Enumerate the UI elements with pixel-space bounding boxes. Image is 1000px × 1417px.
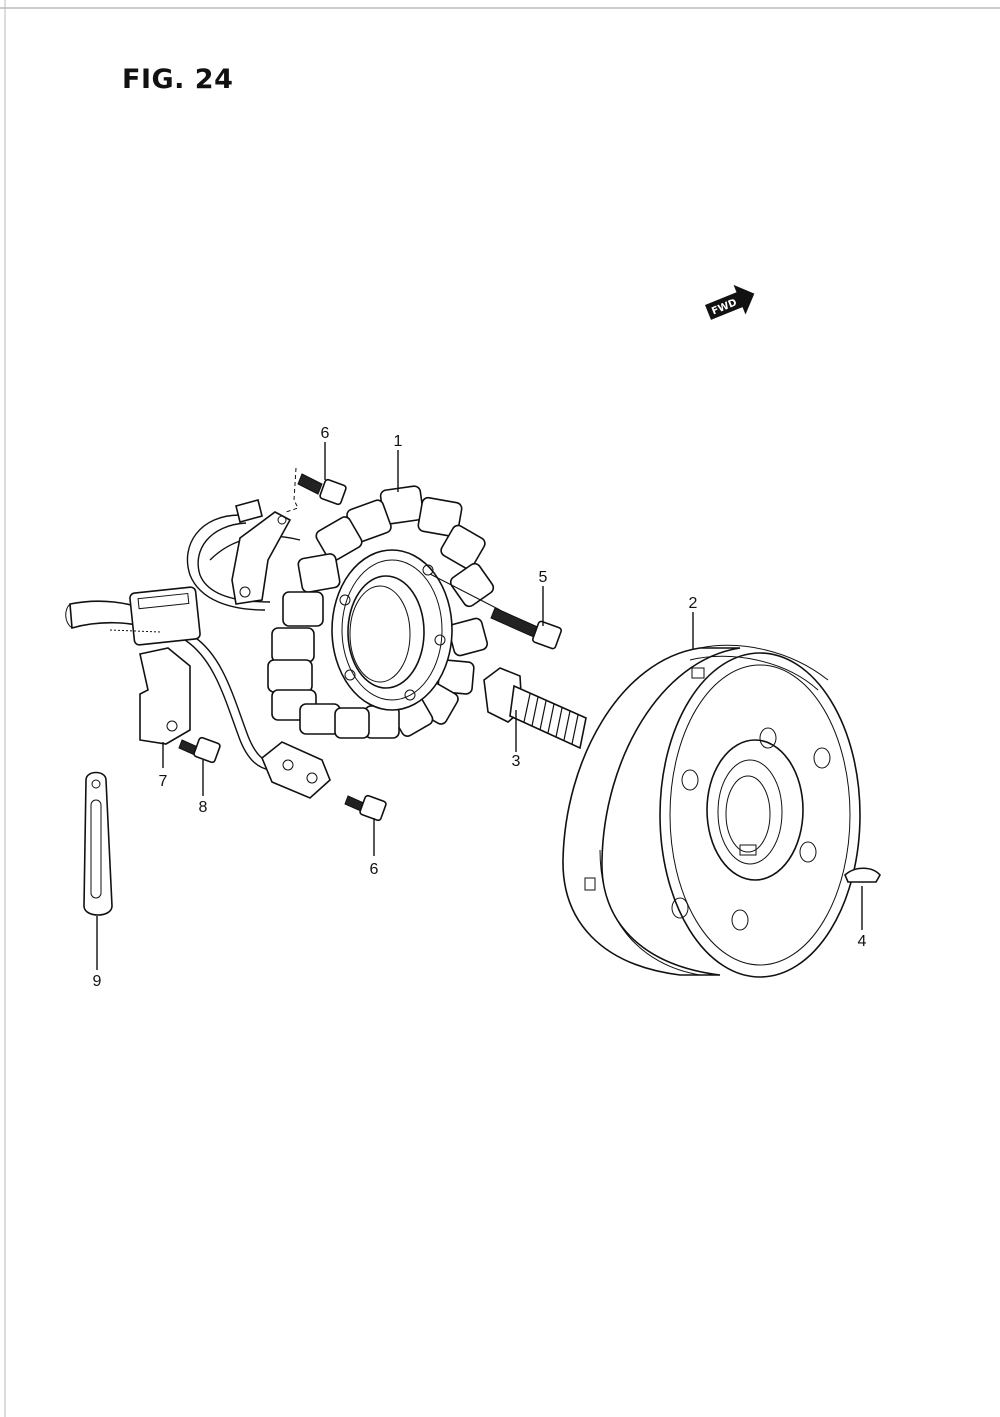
callout-3: 3 [512,753,521,770]
callout-4: 4 [858,933,867,950]
figure-title: FIG. 24 [122,64,234,95]
callout-1: 1 [394,433,403,450]
callout-9: 9 [93,973,102,990]
wire-coupler [65,586,201,646]
bolt-5 [490,607,562,650]
bolt-8 [178,736,221,764]
bolt-6-bottom [344,794,387,822]
bolt-6-top [297,473,347,506]
stator-bore [347,575,425,689]
callout-5: 5 [539,569,548,586]
callout-6b: 6 [370,861,379,878]
fwd-arrow-icon: FWD [705,284,755,320]
woodruff-key [844,867,881,883]
wire-grommet [235,499,263,523]
rotor-hub [706,739,804,881]
leader-lines [96,442,863,970]
pickup-sensor [261,741,331,799]
stator-wire-2 [184,639,271,771]
cable-band [83,771,113,916]
clamp-bracket [139,647,191,745]
rotor-flywheel [562,644,861,978]
stator-bracket [231,511,292,605]
rotor-bolt [483,667,587,750]
stator-assembly [184,467,501,799]
stator-coils [267,485,495,739]
callout-7: 7 [159,773,168,790]
callout-2: 2 [689,595,698,612]
callout-8: 8 [199,799,208,816]
stator-wire-1 [186,514,266,611]
callout-6a: 6 [321,425,330,442]
